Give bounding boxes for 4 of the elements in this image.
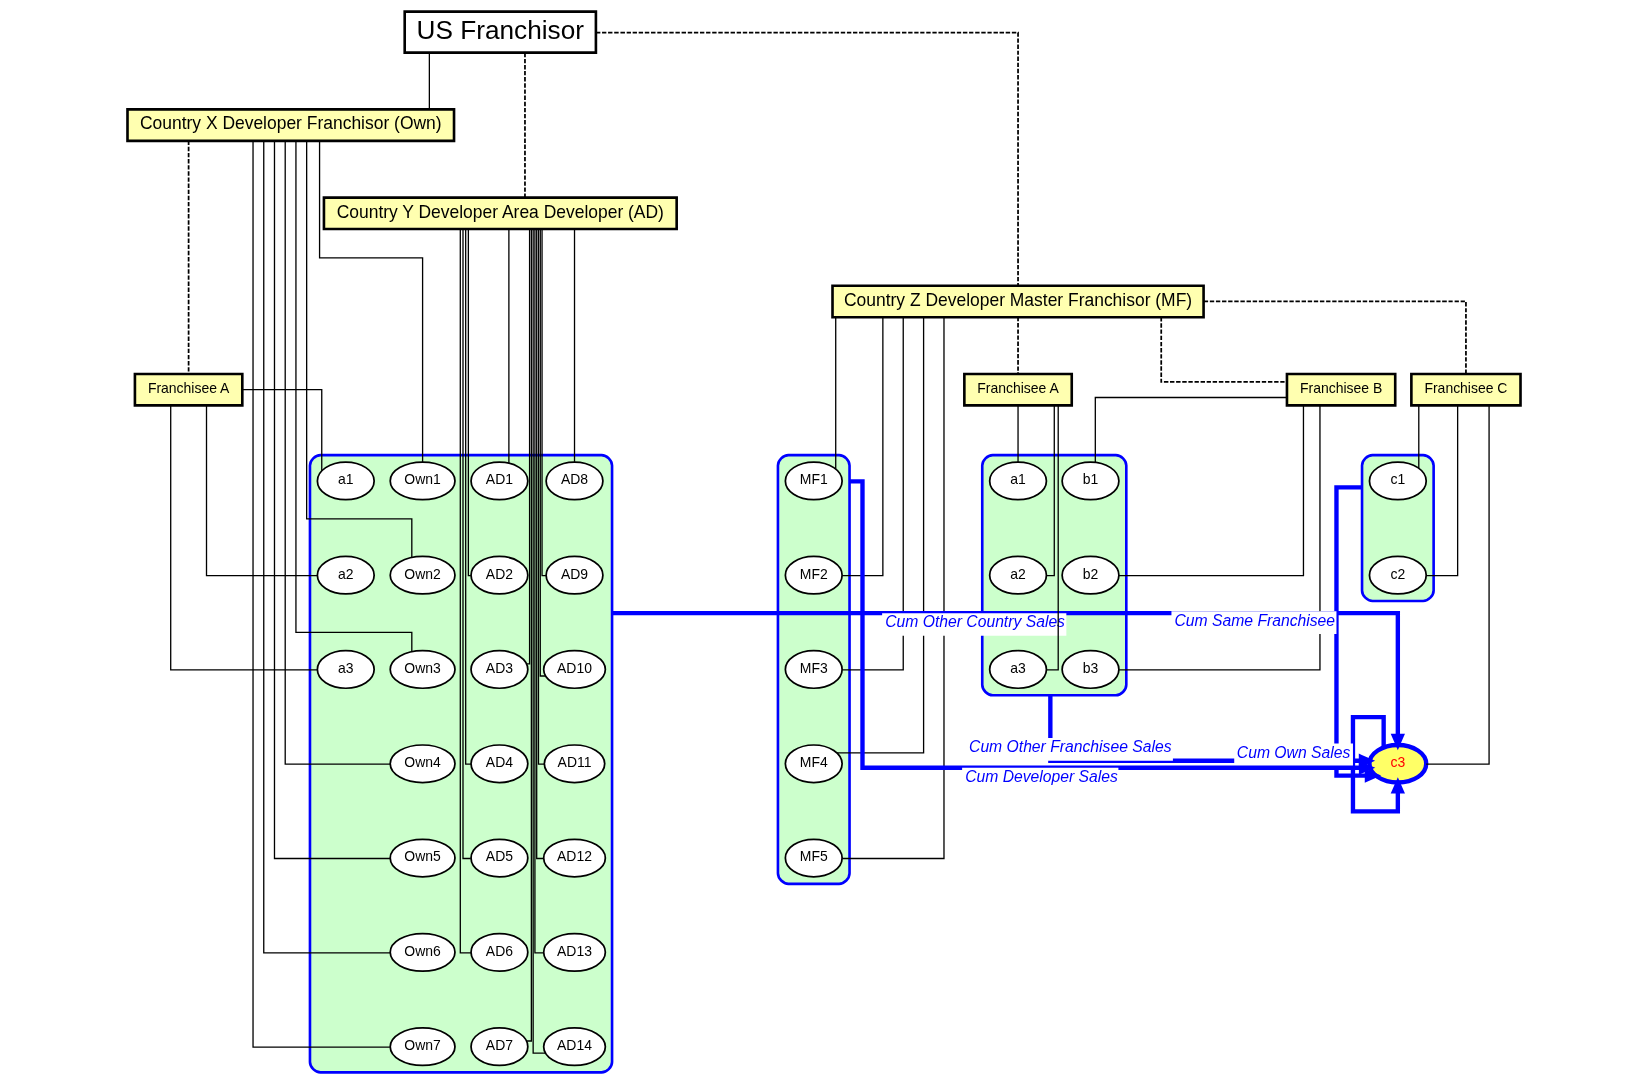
edge-label: Cum Own Sales <box>1236 743 1351 761</box>
edge-label: Cum Other Franchisee Sales <box>969 738 1172 756</box>
edge-label: Cum Developer Sales <box>965 768 1118 786</box>
edge-label: Cum Same Franchisee <box>1174 611 1336 629</box>
